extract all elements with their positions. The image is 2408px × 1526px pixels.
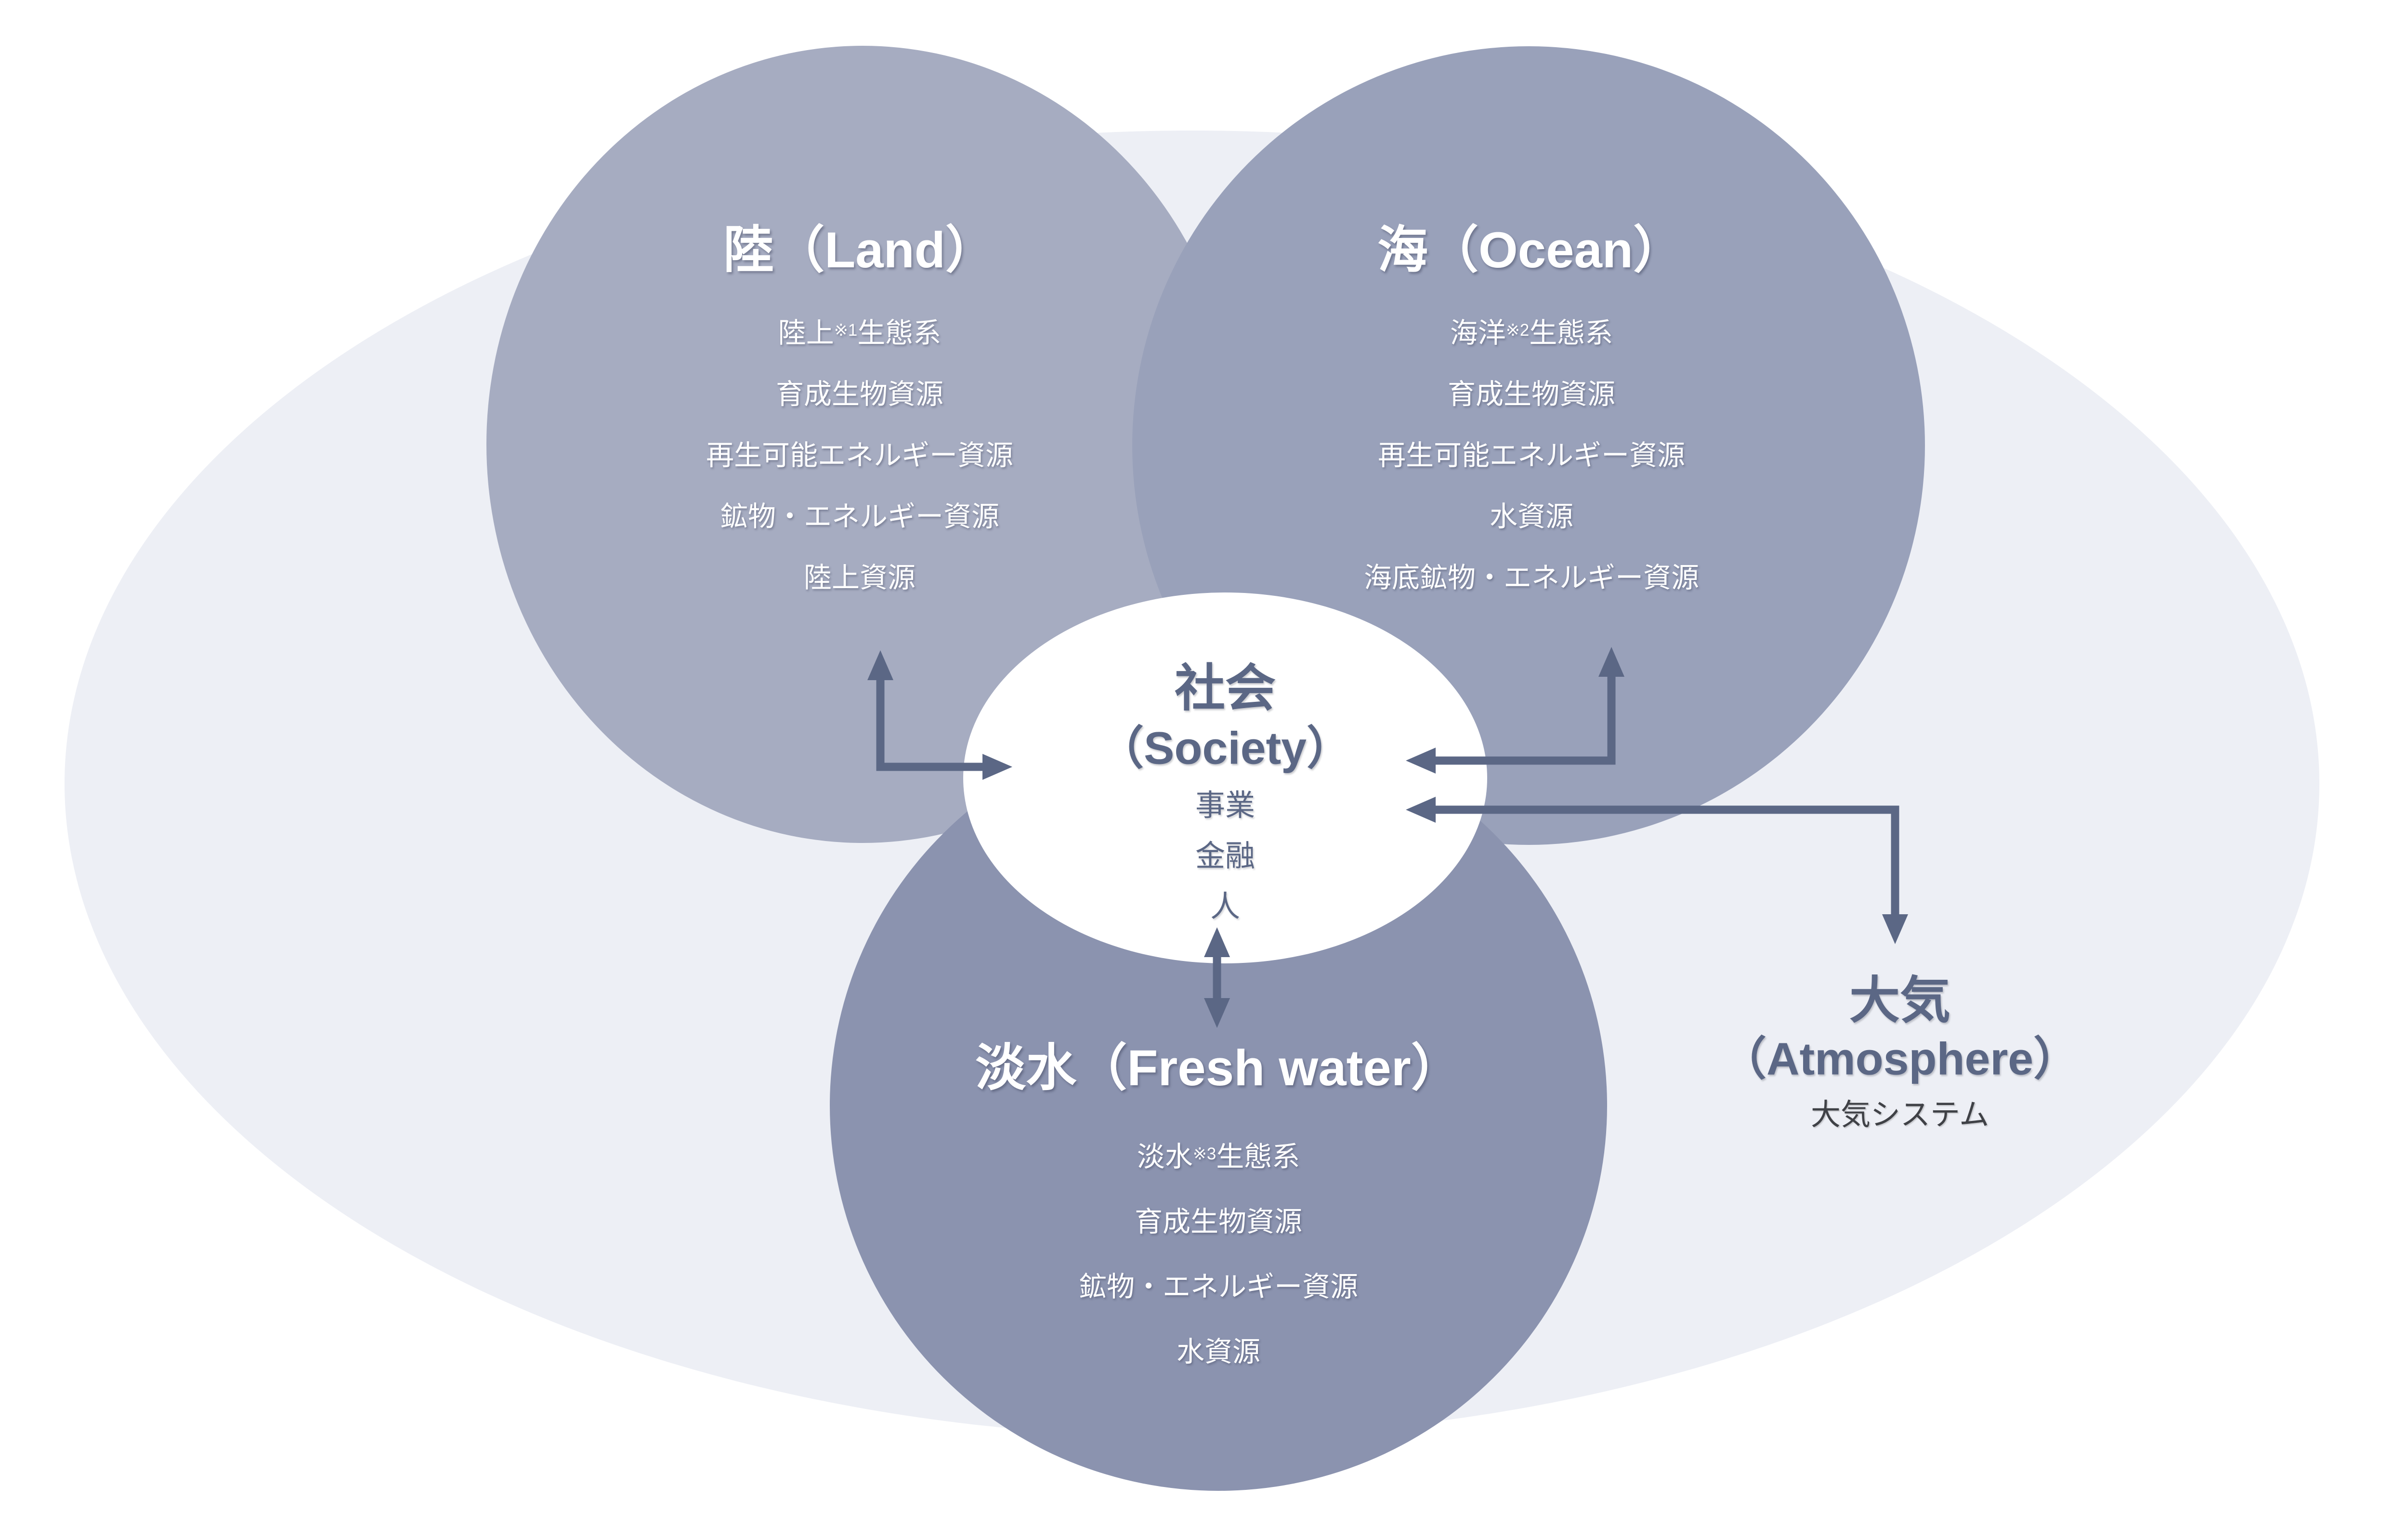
ocean-line-3: 再生可能エネルギー資源 <box>1377 439 1686 471</box>
land-line-5: 陸上資源 <box>803 562 916 593</box>
society-line-3: 人 <box>1210 890 1241 923</box>
freshwater-line-3: 鉱物・エネルギー資源 <box>1078 1271 1359 1302</box>
society-subtitle: （Society） <box>1098 723 1352 774</box>
society-line-2: 金融 <box>1195 839 1256 873</box>
land-society-arrow <box>867 650 1012 780</box>
freshwater-title: 淡水（Fresh water） <box>975 1040 1462 1096</box>
footnote-ref-3: ※3 <box>1192 1144 1217 1163</box>
footnote-ref-2: ※2 <box>1505 320 1530 340</box>
ocean-line-4: 水資源 <box>1489 500 1574 532</box>
ocean-line-5: 海底鉱物・エネルギー資源 <box>1363 562 1700 593</box>
atmosphere-title: 大気 <box>1849 973 1951 1029</box>
ocean-line-2: 育成生物資源 <box>1447 378 1616 410</box>
freshwater-line-2: 育成生物資源 <box>1134 1206 1303 1237</box>
ocean-title: 海（Ocean） <box>1377 222 1684 278</box>
society-line-1: 事業 <box>1195 789 1256 822</box>
land-line-2: 育成生物資源 <box>775 378 944 410</box>
atmosphere-caption: 大気システム <box>1810 1098 1989 1131</box>
footnote-ref-1: ※1 <box>834 320 858 340</box>
land-title: 陸（Land） <box>723 222 996 278</box>
freshwater-line-4: 水資源 <box>1176 1336 1261 1368</box>
society-list: 事業 金融 人 <box>1195 777 1255 929</box>
land-line-4: 鉱物・エネルギー資源 <box>720 500 1000 532</box>
atmosphere-subtitle: （Atmosphere） <box>1720 1033 2080 1085</box>
society-atmosphere-arrow <box>1406 797 1908 944</box>
land-line-3: 再生可能エネルギー資源 <box>706 439 1014 471</box>
society-ellipse <box>963 592 1487 963</box>
ocean-society-arrow <box>1406 647 1624 774</box>
society-title: 社会 <box>1174 660 1276 717</box>
